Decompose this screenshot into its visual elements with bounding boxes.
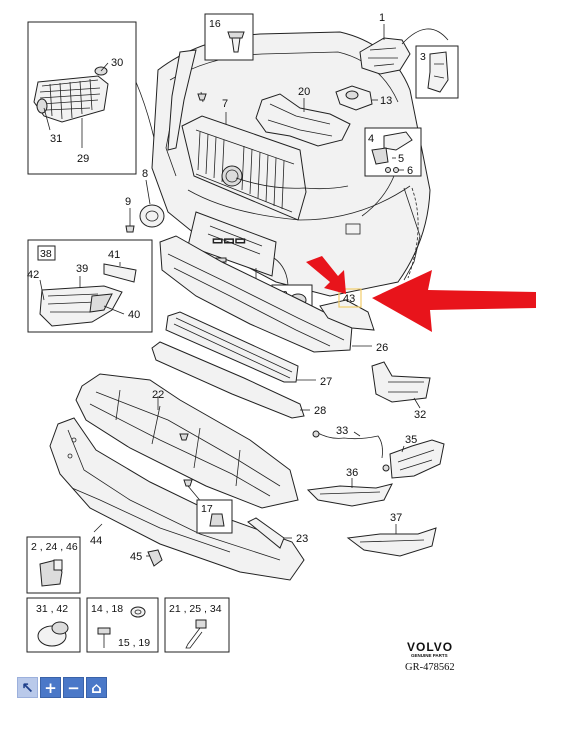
viewer-toolbar: ↖ + − ⌂ xyxy=(17,677,107,698)
label-31-42: 31 , 42 xyxy=(36,603,68,615)
box-2-24-46: 2 , 24 , 46 xyxy=(26,536,81,594)
label-14-18: 14 , 18 xyxy=(91,603,123,615)
bracket-20: 20 xyxy=(255,86,351,147)
box-17: 17 xyxy=(196,499,233,534)
lamp-36: 36 xyxy=(306,467,393,507)
large-red-arrow xyxy=(372,270,536,332)
callout-36: 36 xyxy=(346,467,358,479)
clip-45: 45 xyxy=(130,549,163,567)
callout-17: 17 xyxy=(201,503,213,515)
callout-42: 42 xyxy=(27,269,39,281)
svg-text:▭▭▭: ▭▭▭ xyxy=(212,233,246,247)
callout-5: 5 xyxy=(398,153,404,165)
label-15-19: 15 , 19 xyxy=(118,637,150,649)
volvo-brand: VOLVO GENUINE PARTS GR-478562 xyxy=(405,640,455,673)
inset-38: 38 41 39 42 40 xyxy=(27,239,153,333)
callout-7: 7 xyxy=(222,98,228,110)
callout-1: 1 xyxy=(379,12,385,24)
inset-grille-29: 30 31 29 xyxy=(27,21,137,175)
home-button[interactable]: ⌂ xyxy=(86,677,107,698)
highlight-arrows xyxy=(306,256,536,332)
box-16: 16 xyxy=(204,13,254,61)
callout-6: 6 xyxy=(407,165,413,177)
plus-icon: + xyxy=(44,678,57,697)
bracket-1: 1 xyxy=(359,12,449,75)
skid-plate-22: 22 xyxy=(75,373,299,511)
callout-32: 32 xyxy=(414,409,426,421)
label-2-24-46: 2 , 24 , 46 xyxy=(31,541,78,553)
callout-8: 8 xyxy=(142,168,148,180)
box-4-5-6: 4 5 6 xyxy=(364,127,422,177)
grille-7: 7 xyxy=(181,98,307,221)
callout-39: 39 xyxy=(76,263,88,275)
callout-23: 23 xyxy=(296,533,308,545)
zoom-out-button[interactable]: − xyxy=(63,677,84,698)
callout-44: 44 xyxy=(90,535,102,547)
callout-38: 38 xyxy=(40,248,52,260)
callout-31: 31 xyxy=(50,133,62,145)
lower-bumper-44: 44 xyxy=(49,417,305,581)
pointer-tool-button[interactable]: ↖ xyxy=(17,677,38,698)
callout-9: 9 xyxy=(125,196,131,208)
highlight-box-43 xyxy=(338,288,362,308)
brand-name: VOLVO xyxy=(407,640,453,654)
trim-43: 43 xyxy=(319,288,375,331)
lamp-37: 37 xyxy=(346,512,437,557)
callout-26: 26 xyxy=(376,342,388,354)
minus-icon: − xyxy=(67,678,80,697)
box-21-25-34: 21 , 25 , 34 xyxy=(164,597,230,653)
trim-23: 23 xyxy=(247,517,308,549)
callout-27: 27 xyxy=(320,376,332,388)
box-14-18-15-19: 14 , 18 15 , 19 xyxy=(86,597,159,653)
impact-beam-26: 26 xyxy=(159,235,388,354)
callout-4: 4 xyxy=(368,133,374,145)
callout-16: 16 xyxy=(209,18,221,30)
callout-3: 3 xyxy=(420,51,426,63)
pointer-icon: ↖ xyxy=(21,678,34,697)
lamp-35: 35 xyxy=(389,434,445,479)
callout-13: 13 xyxy=(380,95,392,107)
home-icon: ⌂ xyxy=(91,678,102,697)
strip-28: 28 xyxy=(151,341,326,419)
callout-29: 29 xyxy=(77,153,89,165)
box-3: 3 xyxy=(415,45,459,99)
callout-35: 35 xyxy=(405,434,417,446)
callout-30: 30 xyxy=(111,57,123,69)
callout-20: 20 xyxy=(298,86,310,98)
callout-40: 40 xyxy=(128,309,140,321)
callout-41: 41 xyxy=(108,249,120,261)
callout-37: 37 xyxy=(390,512,402,524)
part-13: 13 xyxy=(335,85,392,111)
grille-strip-27: 27 xyxy=(165,311,332,388)
brand-sub: GENUINE PARTS xyxy=(411,653,448,658)
callout-22: 22 xyxy=(152,389,164,401)
zoom-in-button[interactable]: + xyxy=(40,677,61,698)
diagram-reference: GR-478562 xyxy=(405,662,455,673)
bracket-32: 32 xyxy=(371,361,431,421)
callout-33: 33 xyxy=(336,425,348,437)
small-red-arrow xyxy=(306,256,346,294)
harness-33: 33 xyxy=(312,425,390,472)
callout-45: 45 xyxy=(130,551,142,563)
label-21-25-34: 21 , 25 , 34 xyxy=(169,603,222,615)
box-31-42: 31 , 42 xyxy=(26,597,81,653)
callout-28: 28 xyxy=(314,405,326,417)
callout-43: 43 xyxy=(343,293,355,305)
emblem-8: 8 9 xyxy=(125,168,165,233)
